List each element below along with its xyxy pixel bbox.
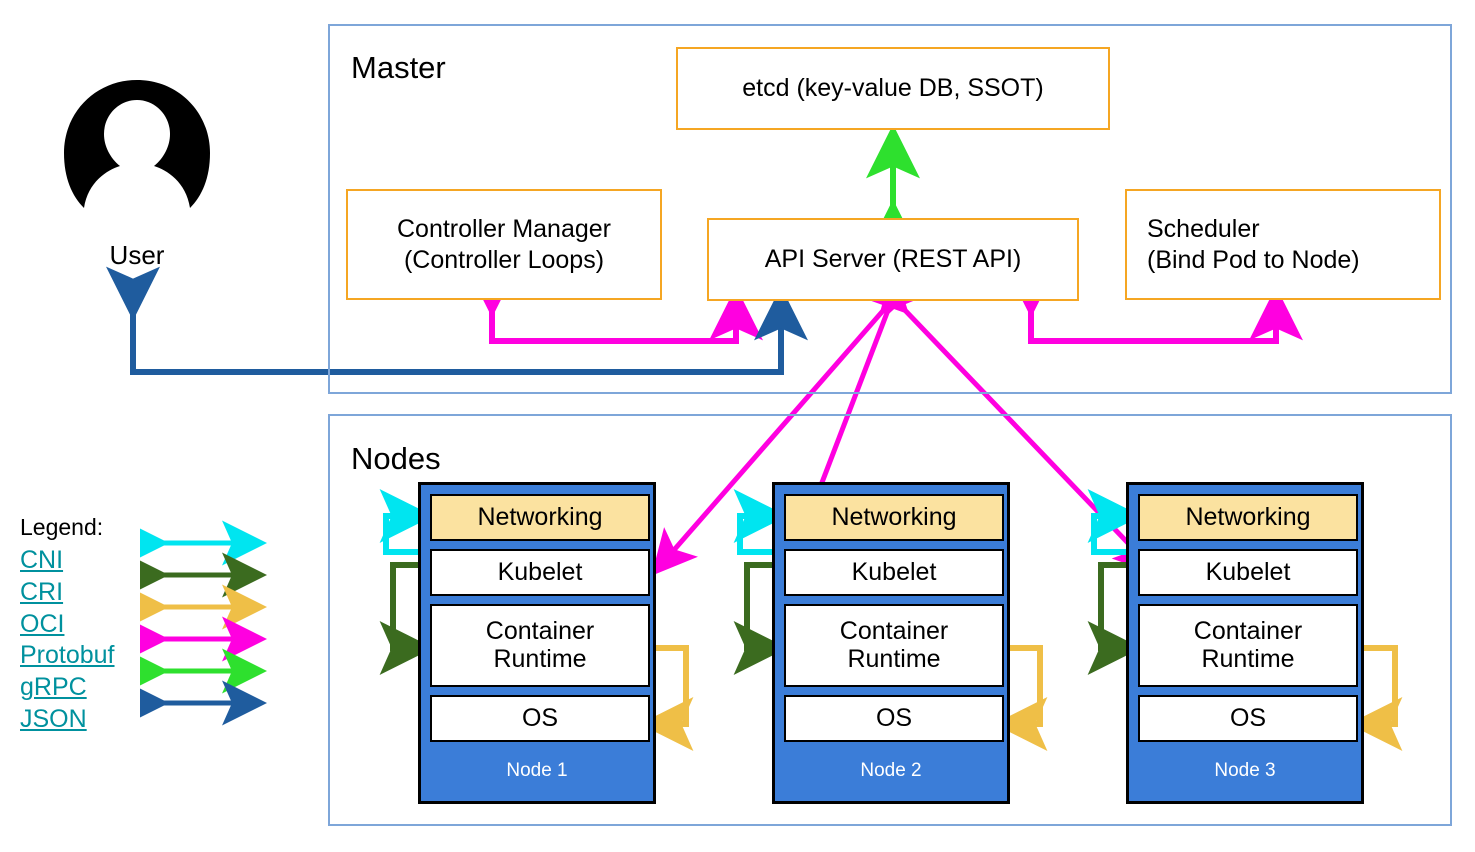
node-2-os-label: OS [875,703,913,732]
node-1-networking-label: Networking [477,502,603,531]
api-server-label: API Server (REST API) [764,245,1022,274]
scheduler-label-line2: (Bind Pod to Node) [1147,245,1360,274]
legend-item-cni[interactable]: CNI [20,546,64,574]
scheduler-label-line1: Scheduler [1147,215,1260,243]
node-3-container-runtime[interactable]: Container Runtime [1138,604,1358,687]
legend-item-oci[interactable]: OCI [20,610,65,638]
node-2-networking-label: Networking [831,502,957,531]
node-2-container-runtime[interactable]: Container Runtime [784,604,1004,687]
controller-manager-label-line2: (Controller Loops) [403,245,605,274]
node-2[interactable]: Networking Kubelet Container Runtime OS … [772,482,1010,804]
controller-manager-label-line1: Controller Manager [397,215,611,243]
node-1-networking[interactable]: Networking [430,494,650,541]
legend-item-grpc[interactable]: gRPC [20,673,87,701]
legend-item-json[interactable]: JSON [20,705,87,733]
node-3-networking-label: Networking [1185,502,1311,531]
node-3-runtime-label-line1: Container [1193,617,1303,645]
node-3-os-label: OS [1229,703,1267,732]
legend-item-cri[interactable]: CRI [20,578,64,606]
node-2-networking[interactable]: Networking [784,494,1004,541]
node-1-container-runtime[interactable]: Container Runtime [430,604,650,687]
node-3-kubelet[interactable]: Kubelet [1138,549,1358,596]
controller-manager-box[interactable]: Controller Manager (Controller Loops) [346,189,662,300]
node-2-runtime-label-line1: Container [839,617,949,645]
node-2-name: Node 2 [860,760,922,781]
master-group-title: Master [351,50,446,85]
node-2-os[interactable]: OS [784,695,1004,742]
node-3-networking[interactable]: Networking [1138,494,1358,541]
node-3-name: Node 3 [1214,760,1276,781]
api-server-box[interactable]: API Server (REST API) [707,218,1079,301]
node-2-runtime-label-line2: Runtime [847,644,941,673]
node-1-kubelet[interactable]: Kubelet [430,549,650,596]
user-avatar[interactable] [62,78,212,223]
user-label: User [109,240,165,270]
node-3-kubelet-label: Kubelet [1205,557,1291,586]
node-3-runtime-label-line2: Runtime [1201,644,1295,673]
node-1-name: Node 1 [506,760,568,781]
node-2-kubelet-label: Kubelet [851,557,937,586]
legend-title: Legend: [20,514,104,540]
scheduler-box[interactable]: Scheduler (Bind Pod to Node) [1125,189,1441,300]
etcd-box[interactable]: etcd (key-value DB, SSOT) [676,47,1110,130]
node-1-kubelet-label: Kubelet [497,557,583,586]
node-3-os[interactable]: OS [1138,695,1358,742]
node-2-kubelet[interactable]: Kubelet [784,549,1004,596]
nodes-group-title: Nodes [351,441,441,476]
node-1[interactable]: Networking Kubelet Container Runtime OS … [418,482,656,804]
nodes-group [328,414,1452,826]
node-3[interactable]: Networking Kubelet Container Runtime OS … [1126,482,1364,804]
node-1-os-label: OS [521,703,559,732]
user-avatar-icon [64,80,210,208]
legend-item-protobuf[interactable]: Protobuf [20,641,115,669]
etcd-label: etcd (key-value DB, SSOT) [742,74,1044,103]
master-group [328,24,1452,394]
legend-arrows [140,520,267,726]
node-1-os[interactable]: OS [430,695,650,742]
node-1-runtime-label-line2: Runtime [493,644,587,673]
node-1-runtime-label-line1: Container [485,617,595,645]
